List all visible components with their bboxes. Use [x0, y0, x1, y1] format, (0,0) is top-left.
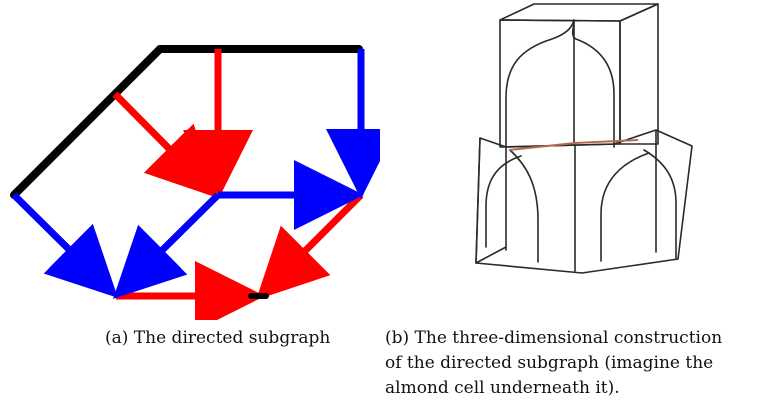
directed-subgraph-diagram: [0, 0, 380, 320]
lower-arch-right: [600, 152, 650, 262]
upper-arch-left: [505, 19, 575, 148]
lower-arch-left-inner: [509, 149, 539, 263]
directed-subgraph-svg: [10, 45, 380, 320]
caption-b: (b) The three-dimensional construction o…: [385, 326, 722, 401]
lower-arch-right-inner: [643, 149, 677, 260]
lower-block-outline: [475, 129, 693, 274]
edge-blue-center-lower: [113, 192, 221, 299]
almond-seam-line: [508, 139, 639, 151]
lower-left-face: [475, 137, 507, 264]
caption-b-line-1: (b) The three-dimensional construction: [385, 328, 723, 348]
lower-arch-left: [485, 155, 522, 248]
three-dimensional-construction: [462, 0, 712, 300]
edge-red-diagonal: [112, 91, 218, 198]
upper-block-front-face: [499, 19, 621, 148]
caption-b-line-3: almond cell underneath it).: [385, 378, 620, 398]
edge-red-right-diagonal: [256, 192, 364, 300]
upper-block-top-face: [499, 3, 659, 22]
edge-black-left: [10, 45, 164, 199]
upper-block-right-face: [619, 3, 659, 145]
caption-b-line-2: of the directed subgraph (imagine the: [385, 353, 714, 373]
caption-a: (a) The directed subgraph: [105, 328, 331, 348]
three-d-construction-svg: [475, 3, 693, 274]
upper-arch-right: [571, 19, 615, 148]
edge-blue-left-lower: [11, 192, 118, 298]
